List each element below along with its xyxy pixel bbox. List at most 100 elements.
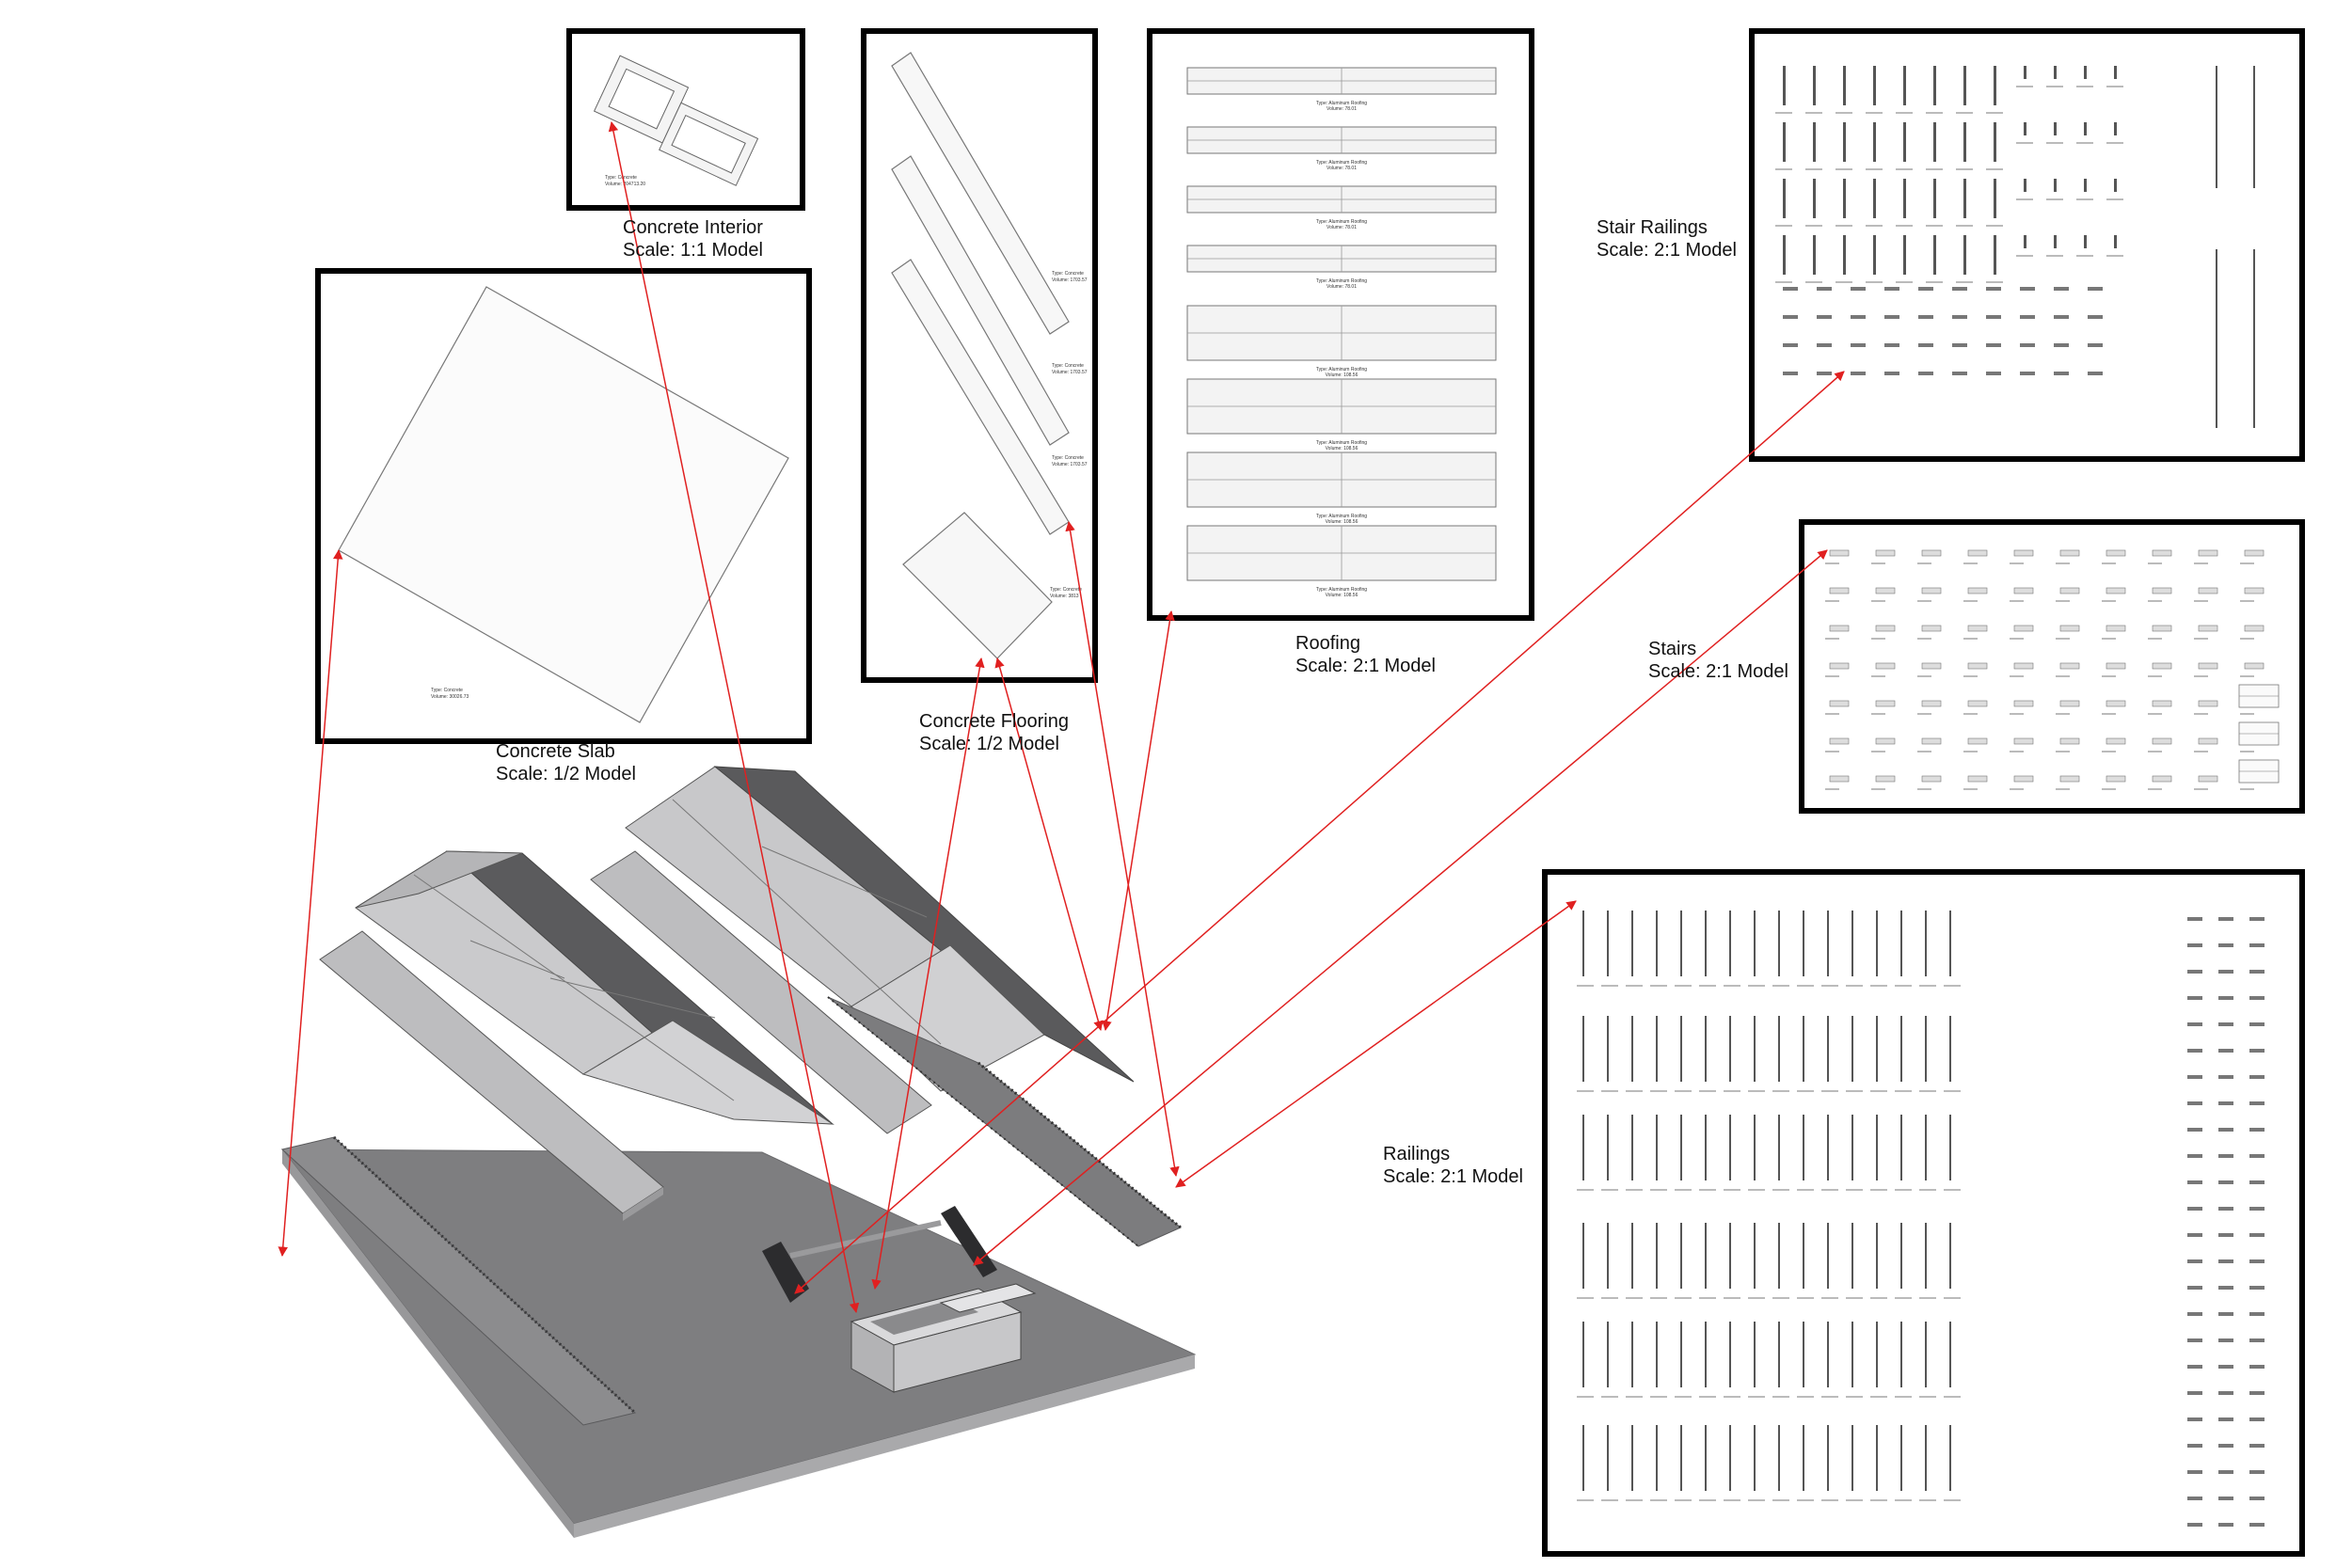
stair-railing-mark <box>1933 235 1936 275</box>
stair-mark <box>2152 737 2172 745</box>
railing-mark <box>1656 1223 1658 1289</box>
stair-railing-mark <box>2088 287 2103 291</box>
railing-mark <box>1582 1425 1584 1491</box>
stair-mark <box>2106 775 2126 783</box>
panel-concrete-slab <box>315 268 812 744</box>
railing-mark <box>1803 1115 1804 1180</box>
stair-railing-mark <box>1873 122 1876 162</box>
stair-mark <box>1829 662 1850 670</box>
railing-mark <box>2218 1075 2233 1079</box>
railing-mark <box>1851 1223 1853 1289</box>
railing-mark <box>1925 911 1927 976</box>
stair-railing-mark <box>2054 372 2069 375</box>
stair-mark <box>2013 625 2034 632</box>
stair-railing-mark <box>1813 179 1816 218</box>
flooring-tag-3-volume: Volume: 1703.57 <box>1052 462 1088 467</box>
railing-mark <box>1631 1223 1633 1289</box>
stair-mark <box>2013 775 2034 783</box>
stair-mark <box>1875 549 1896 557</box>
roof-tag-volume: Volume: 78.01 <box>1327 166 1357 171</box>
railing-mark <box>1582 1115 1584 1180</box>
stair-railing-mark <box>1843 179 1846 218</box>
railing-mark <box>2187 1233 2202 1237</box>
railing-mark <box>2249 1180 2265 1184</box>
roof-tag-volume: Volume: 78.01 <box>1327 106 1357 112</box>
stair-railing-mark <box>1817 315 1832 319</box>
stair-railing-mark <box>1918 343 1933 347</box>
stair-railing-mark <box>1903 122 1906 162</box>
railing-mark <box>1705 1322 1707 1387</box>
railing-mark <box>1607 911 1609 976</box>
railing-mark <box>2218 1338 2233 1342</box>
stair-mark <box>2244 587 2265 594</box>
stair-railing-mark <box>2054 343 2069 347</box>
railing-mark <box>1827 911 1829 976</box>
railing-mark <box>2218 1101 2233 1105</box>
stair-railing-mark <box>1994 235 1996 275</box>
stair-railing-mark <box>2114 66 2117 79</box>
caption-concrete-interior: Concrete Interior Scale: 1:1 Model <box>623 216 763 261</box>
stair-railing-mark <box>2020 372 2035 375</box>
stair-railing-mark <box>1994 179 1996 218</box>
railing-mark <box>1778 1016 1780 1082</box>
stair-mark <box>1921 775 1942 783</box>
stair-railing-mark <box>2216 249 2217 428</box>
stair-railing-mark <box>2024 122 2026 135</box>
railing-mark <box>1582 1223 1584 1289</box>
stair-mark <box>2059 625 2080 632</box>
roof-tag-type: Type: Aluminum Roofing <box>1316 219 1367 225</box>
leader-slab <box>278 548 343 1258</box>
railing-mark <box>2249 1444 2265 1448</box>
stair-mark <box>2106 737 2126 745</box>
stair-mark <box>2198 587 2218 594</box>
stair-mark <box>2198 549 2218 557</box>
railing-mark <box>2218 996 2233 1000</box>
railing-mark <box>2249 1128 2265 1132</box>
stair-mark <box>1921 737 1942 745</box>
stair-railing-mark <box>1933 66 1936 105</box>
railing-mark <box>1631 1322 1633 1387</box>
railing-mark <box>1925 1016 1927 1082</box>
stair-railing-mark <box>1884 315 1899 319</box>
railing-mark <box>2187 1391 2202 1395</box>
railing-mark <box>2249 1470 2265 1474</box>
stair-railing-mark <box>1994 66 1996 105</box>
railing-mark <box>2187 1470 2202 1474</box>
railing-mark <box>1656 1016 1658 1082</box>
stair-mark <box>1967 737 1988 745</box>
railing-mark <box>2187 1180 2202 1184</box>
railing-mark <box>1925 1425 1927 1491</box>
stair-railing-mark <box>1873 66 1876 105</box>
railing-mark <box>1656 911 1658 976</box>
stairs-scale: Scale: 2:1 Model <box>1648 661 1788 682</box>
stair-railing-mark <box>1813 235 1816 275</box>
stair-railing-mark <box>1783 343 1798 347</box>
stair-railing-mark <box>2114 235 2117 248</box>
railing-mark <box>1607 1016 1609 1082</box>
railing-mark <box>1827 1016 1829 1082</box>
railing-mark <box>1729 1223 1731 1289</box>
railing-mark <box>2249 1391 2265 1395</box>
stair-mark <box>2152 549 2172 557</box>
roof-tag-type: Type: Aluminum Roofing <box>1316 101 1367 106</box>
stair-railing-mark <box>1986 372 2001 375</box>
stair-railing-mark <box>2084 122 2087 135</box>
railing-mark <box>1705 1223 1707 1289</box>
stair-mark <box>1921 700 1942 707</box>
stair-mark <box>2059 775 2080 783</box>
railing-mark <box>1680 1016 1682 1082</box>
stair-railings-scale: Scale: 2:1 Model <box>1597 240 1737 261</box>
concrete-flooring-scale: Scale: 1/2 Model <box>919 734 1059 754</box>
railing-mark <box>1827 1322 1829 1387</box>
railing-mark <box>2187 1418 2202 1421</box>
stair-railing-mark <box>1851 315 1866 319</box>
stair-railing-mark <box>1952 315 1967 319</box>
concrete-interior-scale: Scale: 1:1 Model <box>623 240 763 261</box>
leader-arrows <box>278 120 1845 1314</box>
stair-mark <box>1967 549 1988 557</box>
stair-mark <box>1875 700 1896 707</box>
stair-railing-mark <box>1933 179 1936 218</box>
roofing-plan-strips <box>1186 67 1497 581</box>
railing-mark <box>2187 1365 2202 1369</box>
stair-railing-mark <box>1933 122 1936 162</box>
